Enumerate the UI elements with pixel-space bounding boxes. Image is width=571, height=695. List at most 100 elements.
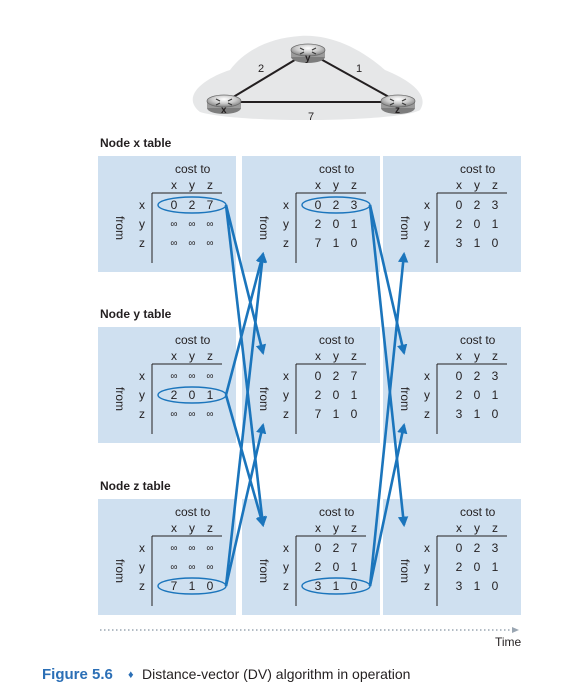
- table-cell: 1: [351, 388, 358, 402]
- router-y: y: [290, 43, 326, 64]
- table-cell: 3: [456, 236, 463, 250]
- table-cell: ∞: [188, 238, 195, 249]
- dv-message-arrow: [224, 204, 268, 528]
- router-arrows-icon: [299, 47, 317, 55]
- table-cell: 0: [474, 217, 481, 231]
- table-cell: 2: [171, 388, 178, 402]
- table-cell: 0: [351, 236, 358, 250]
- table-cell: ∞: [206, 238, 213, 249]
- table-cell: ∞: [170, 543, 177, 554]
- table-cell: ∞: [188, 562, 195, 573]
- dv-message-arrow: [224, 251, 266, 396]
- column-header: y: [474, 349, 480, 363]
- column-header: x: [315, 349, 321, 363]
- link-cost-x-y: 2: [258, 63, 264, 75]
- table-cell: ∞: [206, 219, 213, 230]
- column-header: z: [351, 521, 357, 535]
- panel-background: [98, 327, 236, 443]
- row-header: y: [283, 217, 289, 231]
- table-cell: ∞: [170, 371, 177, 382]
- table-cell: 2: [315, 388, 322, 402]
- router-arrows-icon: [389, 98, 407, 106]
- row-header: y: [283, 560, 289, 574]
- table-cell: 1: [474, 579, 481, 593]
- column-header: z: [351, 178, 357, 192]
- table-cell: 2: [474, 541, 481, 555]
- table-cell: 3: [315, 579, 322, 593]
- table-cell: ∞: [170, 238, 177, 249]
- row-header: x: [139, 198, 145, 212]
- table-cell: 3: [351, 198, 358, 212]
- time-axis-arrow-icon: [512, 627, 519, 633]
- row-header: x: [139, 369, 145, 383]
- table-cell: 0: [474, 388, 481, 402]
- column-header: x: [171, 178, 177, 192]
- node-table-title: Node y table: [100, 307, 172, 321]
- caption-text: Distance-vector (DV) algorithm in operat…: [142, 666, 410, 682]
- dv-message-arrow: [368, 251, 409, 587]
- table-cell: 0: [492, 579, 499, 593]
- table-cell: 2: [474, 369, 481, 383]
- row-header: y: [139, 388, 145, 402]
- row-header: y: [139, 217, 145, 231]
- link-cost-y-z: 1: [356, 63, 362, 75]
- table-cell: 2: [474, 198, 481, 212]
- table-cell: 3: [456, 579, 463, 593]
- from-label: from: [113, 387, 127, 411]
- table-cell: ∞: [170, 409, 177, 420]
- table-cell: ∞: [206, 409, 213, 420]
- table-cell: 1: [189, 579, 196, 593]
- cost-to-label: cost to: [319, 333, 355, 347]
- table-cell: 1: [333, 407, 340, 421]
- column-header: x: [456, 521, 462, 535]
- table-cell: 0: [492, 407, 499, 421]
- row-header: z: [424, 236, 430, 250]
- column-header: z: [207, 349, 213, 363]
- table-cell: 0: [456, 198, 463, 212]
- figure-number: Figure 5.6: [42, 666, 113, 683]
- column-header: z: [492, 521, 498, 535]
- table-cell: 0: [492, 236, 499, 250]
- router-arrows-icon: [215, 98, 233, 106]
- column-header: y: [189, 521, 195, 535]
- cost-to-label: cost to: [460, 505, 496, 519]
- from-label: from: [398, 559, 412, 583]
- message-arrows: [224, 204, 409, 587]
- column-header: x: [171, 349, 177, 363]
- from-label: from: [257, 216, 271, 240]
- caption-separator: ♦: [128, 669, 134, 681]
- column-header: z: [351, 349, 357, 363]
- cost-to-label: cost to: [460, 162, 496, 176]
- cost-to-label: cost to: [175, 333, 211, 347]
- table-cell: 3: [492, 198, 499, 212]
- time-axis: Time: [100, 627, 522, 649]
- column-header: z: [492, 349, 498, 363]
- table-cell: 0: [189, 388, 196, 402]
- dv-message-arrow: [368, 204, 408, 356]
- table-cell: ∞: [188, 409, 195, 420]
- table-cell: 1: [492, 388, 499, 402]
- table-cell: 0: [315, 369, 322, 383]
- column-header: y: [189, 178, 195, 192]
- table-cell: 0: [456, 541, 463, 555]
- network-topology: 2 1 7 y x z: [192, 35, 423, 123]
- dv-message-arrow: [224, 422, 267, 587]
- row-header: z: [283, 236, 289, 250]
- topology-cloud: [192, 35, 423, 121]
- table-cell: 1: [207, 388, 214, 402]
- table-cell: 0: [333, 560, 340, 574]
- table-cell: 0: [351, 407, 358, 421]
- row-header: x: [424, 198, 430, 212]
- table-cell: ∞: [188, 219, 195, 230]
- from-label: from: [257, 559, 271, 583]
- column-header: z: [492, 178, 498, 192]
- row-header: y: [139, 560, 145, 574]
- row-header: z: [139, 579, 145, 593]
- router-label-z: z: [395, 105, 400, 116]
- dv-message-arrow: [224, 394, 266, 528]
- table-cell: 0: [171, 198, 178, 212]
